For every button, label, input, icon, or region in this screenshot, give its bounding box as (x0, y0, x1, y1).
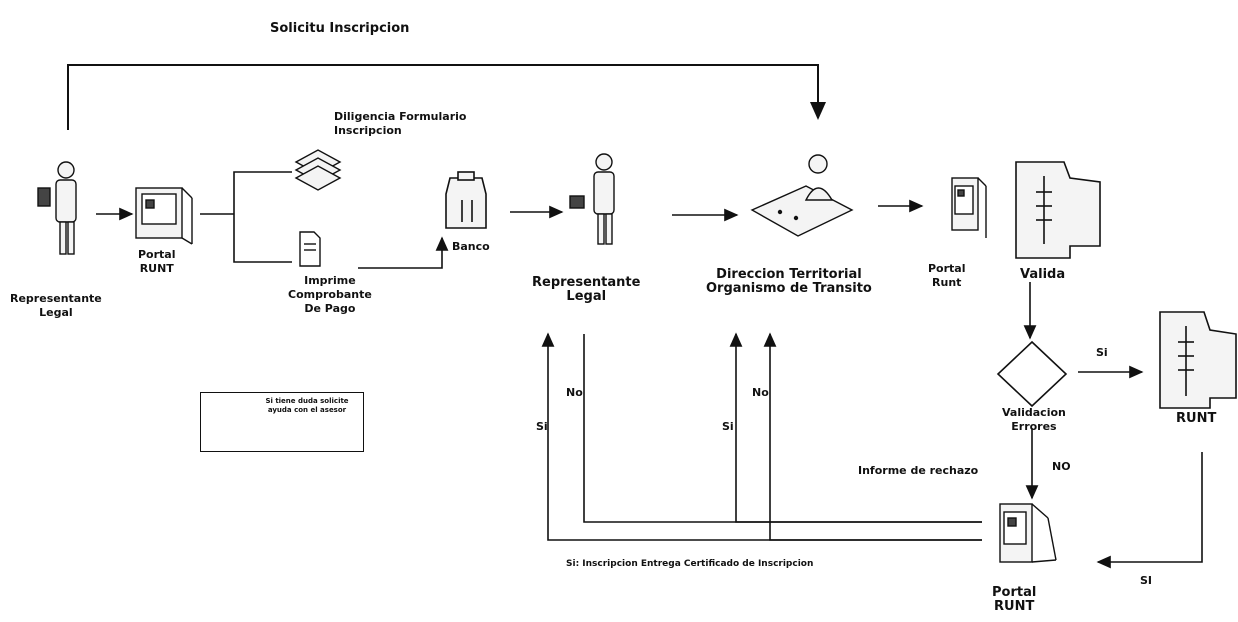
label-line: Errores (1011, 420, 1057, 433)
edge-label-si-left: Si (536, 420, 548, 433)
receipt-document-icon (299, 231, 321, 267)
label-line: Comprobante (288, 288, 372, 301)
edge-label-si-right: Si (1096, 346, 1108, 359)
runt-label: RUNT (1176, 411, 1217, 426)
label-line: Portal (992, 585, 1037, 600)
bank-icon (445, 171, 487, 229)
person-icon (37, 161, 77, 255)
formulario-label: Diligencia Formulario Inscripcion (334, 110, 466, 138)
label-line: RUNT (994, 599, 1035, 614)
label-line: Runt (932, 276, 962, 289)
label-line: Legal (39, 306, 73, 319)
comprobante-label: Imprime Comprobante De Pago (288, 274, 372, 316)
top-connector-label: Solicitu Inscripcion (270, 21, 410, 36)
label-line: Imprime (304, 274, 356, 287)
label-line: Diligencia Formulario (334, 110, 467, 123)
server-icon (1015, 161, 1101, 259)
label-line: Legal (566, 289, 607, 304)
form-stack-icon (294, 149, 342, 191)
edge-label-si-mid: Si (722, 420, 734, 433)
representante-legal-mid-label: Representante Legal (532, 276, 640, 304)
server-icon (1159, 311, 1237, 409)
validacion-errores-label: Validacion Errores (1002, 406, 1066, 434)
decision-diamond (996, 340, 1068, 408)
valida-label: Valida (1020, 267, 1066, 282)
portal-screen-icon (951, 177, 987, 238)
bottom-caption: Si: Inscripcion Entrega Certificado de I… (566, 559, 814, 569)
portal-screen-icon (999, 503, 1057, 563)
officer-desk-icon (750, 154, 854, 237)
return-connectors (541, 332, 982, 541)
label-line: RUNT (139, 262, 174, 275)
label-line: Representante (10, 292, 102, 305)
flow-connectors (96, 171, 1203, 569)
label-line: Organismo de Transito (706, 281, 872, 296)
edge-label-no-mid: No (752, 386, 769, 399)
help-note-text: Si tiene duda solicite ayuda con el ases… (265, 397, 349, 414)
direccion-territorial-label: Direccion Territorial Organismo de Trans… (706, 268, 872, 296)
portal-runt-2-label: Portal Runt (928, 262, 966, 290)
help-note-box: Si tiene duda solicite ayuda con el ases… (200, 392, 364, 452)
top-request-connector (67, 64, 826, 130)
label-line: Validacion (1002, 406, 1066, 419)
label-line: De Pago (304, 302, 356, 315)
label-line: Direccion Territorial (716, 267, 862, 282)
portal-screen-icon (135, 187, 193, 245)
label-line: Portal (928, 262, 966, 275)
person-icon (569, 153, 615, 245)
edge-label-no-right: NO (1052, 460, 1071, 473)
banco-label: Banco (452, 240, 490, 253)
representante-legal-left-label: Representante Legal (10, 292, 102, 320)
portal-runt-1-label: Portal RUNT (138, 248, 176, 276)
label-line: Portal (138, 248, 176, 261)
label-line: Inscripcion (334, 124, 402, 137)
edge-label-si-bottom: SI (1140, 574, 1153, 587)
label-line: Representante (532, 275, 641, 290)
portal-runt-3-label: Portal RUNT (992, 586, 1036, 614)
edge-label-informe-rechazo: Informe de rechazo (858, 464, 979, 477)
edge-label-no-left: No (566, 386, 583, 399)
